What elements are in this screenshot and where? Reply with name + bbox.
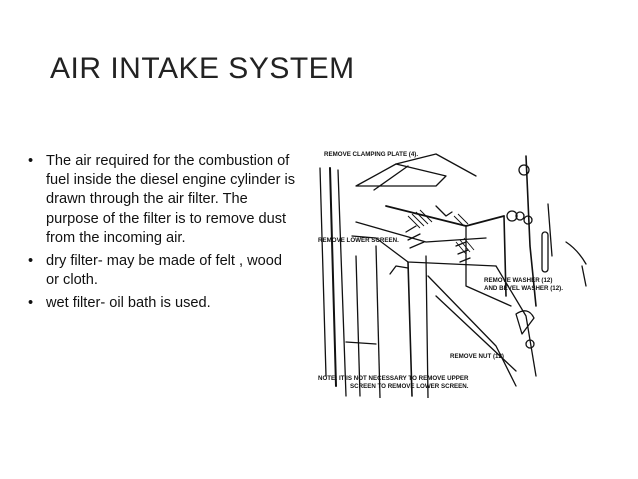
label-note-2: SCREEN TO REMOVE LOWER SCREEN. — [350, 383, 469, 390]
air-filter-diagram: REMOVE CLAMPING PLATE (4). REMOVE LOWER … — [316, 146, 626, 398]
label-washer-1: REMOVE WASHER (12) — [484, 277, 552, 284]
label-washer-2: AND BEVEL WASHER (12). — [484, 285, 563, 292]
slide-title: AIR INTAKE SYSTEM — [50, 52, 355, 85]
bullet-item: • The air required for the combustion of… — [28, 152, 296, 248]
air-filter-drawing: REMOVE CLAMPING PLATE (4). REMOVE LOWER … — [318, 151, 587, 398]
bullet-text: dry filter- may be made of felt , wood o… — [46, 253, 283, 289]
bullet-dot: • — [28, 153, 34, 169]
bullet-item: • wet filter- oil bath is used. — [28, 294, 296, 313]
bullet-dot: • — [28, 253, 34, 270]
label-lower-screen: REMOVE LOWER SCREEN. — [318, 237, 399, 244]
bullet-list: • The air required for the combustion of… — [28, 152, 296, 318]
label-clamping-plate: REMOVE CLAMPING PLATE (4). — [324, 151, 418, 158]
label-note-1: NOTE: IT IS NOT NECESSARY TO REMOVE UPPE… — [318, 375, 469, 382]
bullet-text: wet filter- oil bath is used. — [46, 295, 211, 312]
label-nut: REMOVE NUT (12) — [450, 353, 504, 360]
bullet-dot: • — [28, 295, 34, 312]
bullet-text: The air required for the combustion of f… — [46, 153, 296, 246]
bullet-item: • dry filter- may be made of felt , wood… — [28, 252, 296, 290]
